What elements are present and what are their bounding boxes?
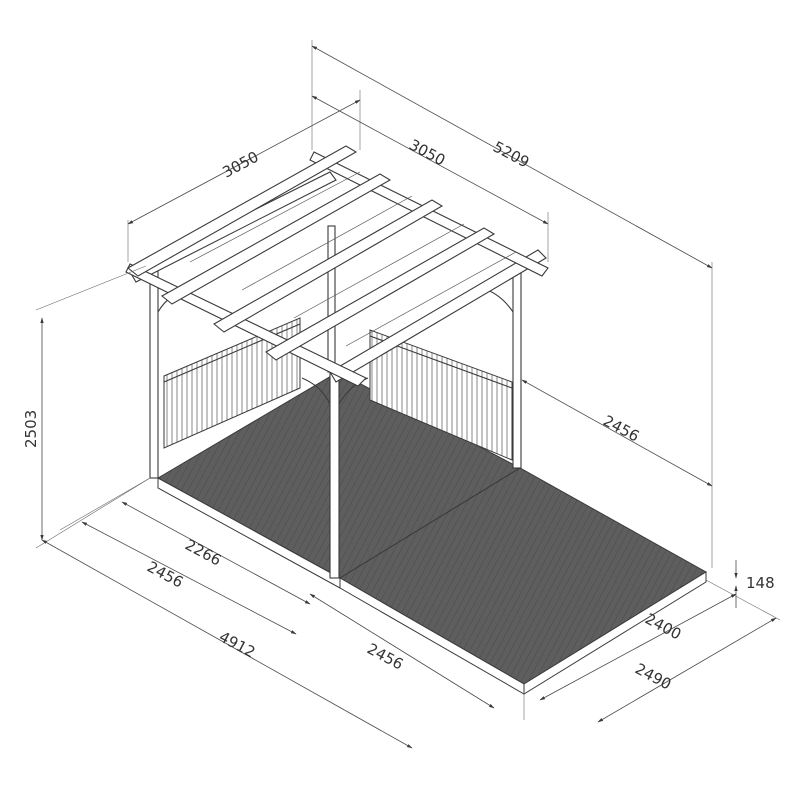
dim-deck-height: 148 xyxy=(746,574,775,592)
dim-deck-left-depth: 2456 xyxy=(144,558,186,592)
dim-roof-width-right: 3050 xyxy=(406,136,448,170)
dim-deck-width-inner: 2400 xyxy=(642,610,684,644)
balustrade-right xyxy=(369,329,513,461)
balustrades xyxy=(163,317,513,461)
dim-total-depth: 4912 xyxy=(216,628,258,662)
dim-pergola-depth: 2456 xyxy=(600,412,642,446)
dim-roof-length: 5209 xyxy=(490,138,532,172)
dim-roof-width-left: 3050 xyxy=(219,148,261,182)
post-front xyxy=(329,365,340,579)
dim-height: 2503 xyxy=(22,410,40,448)
roof xyxy=(125,145,549,387)
brace-front-left xyxy=(301,377,331,405)
dim-deck-inner-depth: 2266 xyxy=(182,536,224,570)
dim-extension-depth: 2456 xyxy=(364,640,406,674)
dimension-lines xyxy=(35,40,781,749)
post-right xyxy=(512,271,522,469)
balustrade-left xyxy=(163,317,301,449)
post-left xyxy=(149,265,159,479)
dim-deck-width-outer: 2490 xyxy=(632,660,674,694)
